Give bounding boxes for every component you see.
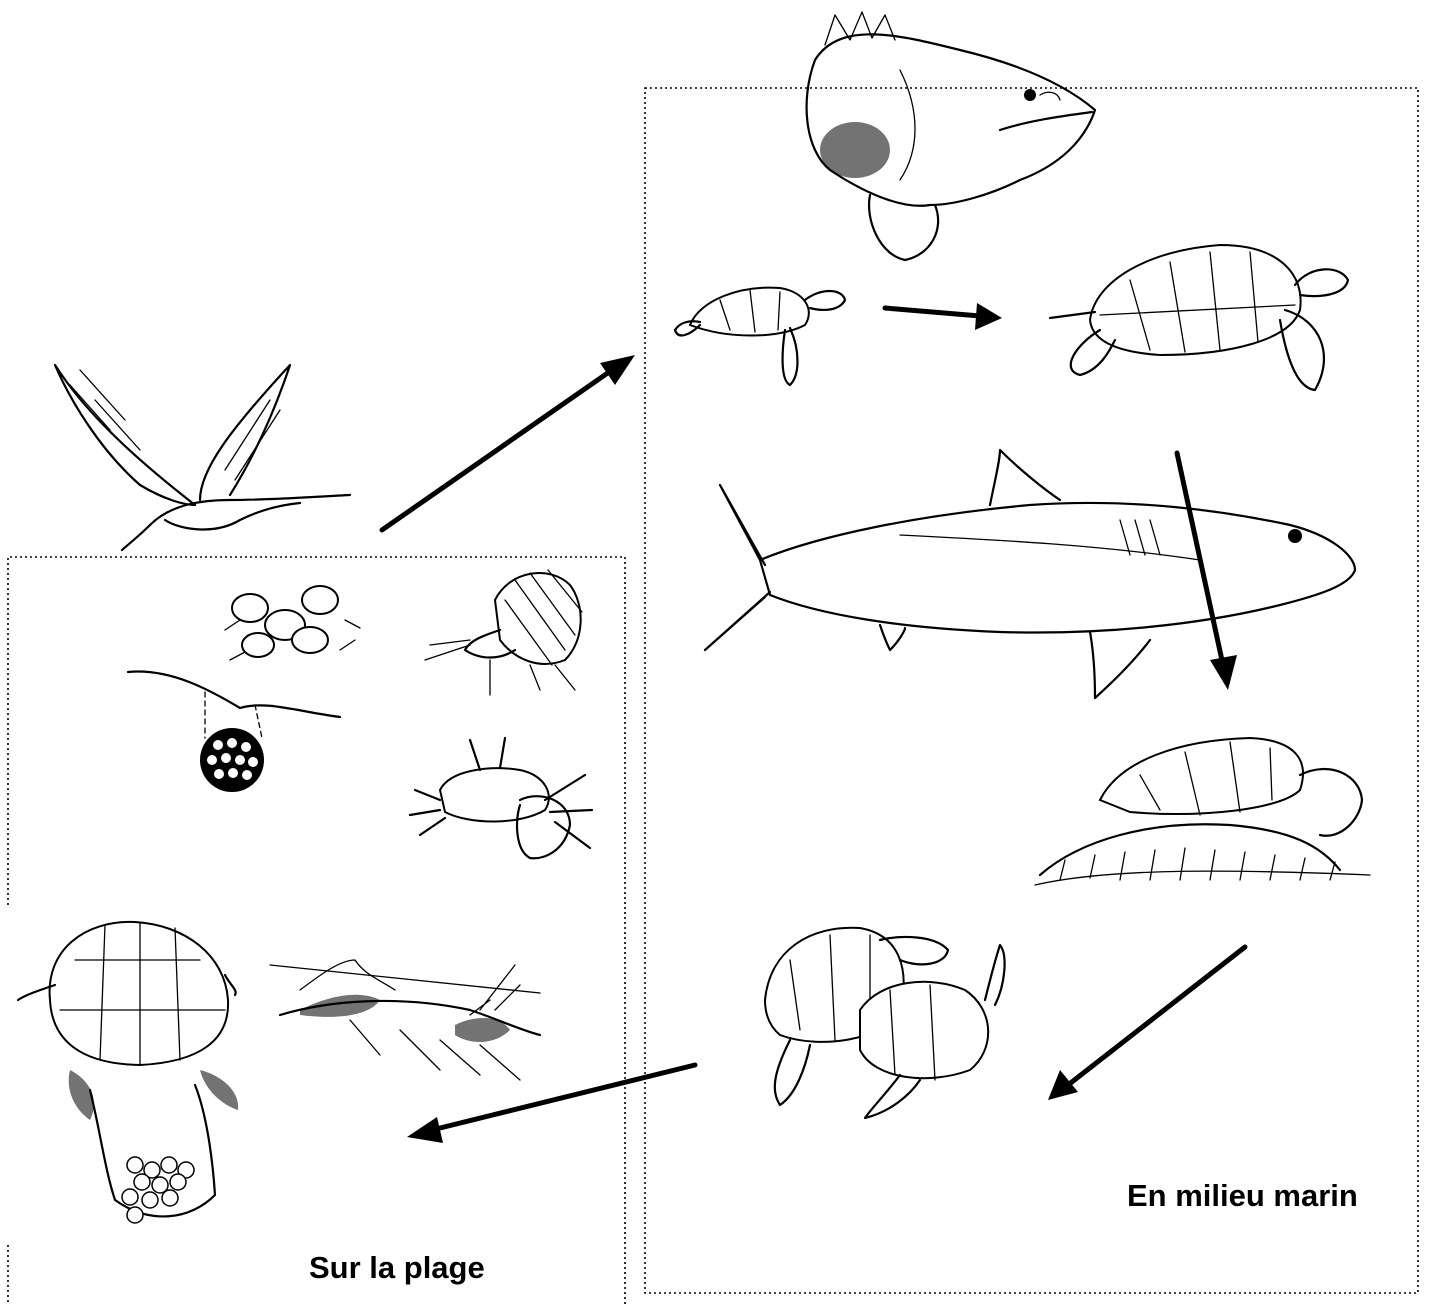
beach-zone-label: Sur la plage xyxy=(309,1250,485,1286)
mating-turtles-illustration xyxy=(765,928,1005,1118)
arrow-adult-to-mating xyxy=(1048,947,1245,1100)
arrow-juvenile-to-adult xyxy=(1177,453,1237,690)
arrow-hatchling-to-juvenile xyxy=(885,303,1002,330)
sea-zone-box xyxy=(645,88,1418,1293)
seabird-illustration xyxy=(55,365,350,550)
ghost-crab-illustration xyxy=(410,738,592,858)
adult-turtle-grazing-illustration xyxy=(1035,738,1370,885)
nest-eggs-illustration xyxy=(128,672,340,792)
hatchling-turtle-illustration xyxy=(675,288,845,385)
arrow-bird-to-sea xyxy=(382,355,635,530)
sea-zone-label: En milieu marin xyxy=(1127,1178,1358,1214)
shark-illustration xyxy=(705,450,1355,698)
arrow-mating-to-beach xyxy=(407,1065,695,1143)
grouper-fish-illustration xyxy=(807,12,1095,260)
nesting-female-illustration xyxy=(18,922,238,1223)
hermit-crab-illustration xyxy=(425,570,582,695)
hatchlings-illustration xyxy=(225,586,360,660)
beach-vegetation-illustration xyxy=(270,960,540,1080)
juvenile-turtle-illustration xyxy=(1050,245,1348,390)
